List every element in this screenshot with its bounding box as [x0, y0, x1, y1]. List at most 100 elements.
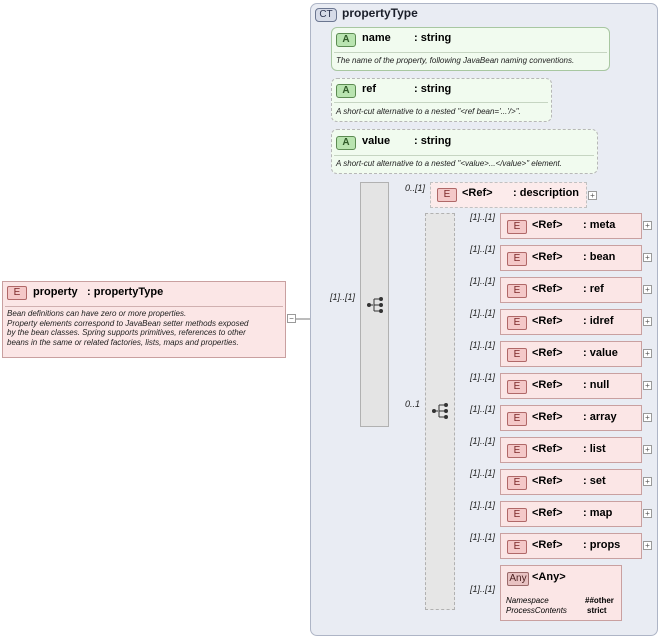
expand-icon[interactable]: + — [643, 445, 652, 454]
sequence-compositor[interactable] — [360, 182, 389, 427]
choice-item-multiplicity: [1]..[1] — [470, 532, 496, 542]
choice-element-list[interactable]: E <Ref> : list — [500, 437, 642, 463]
collapse-icon[interactable]: − — [287, 314, 296, 323]
element-ref: <Ref> — [532, 379, 563, 391]
choice-item-multiplicity: [1]..[1] — [470, 276, 496, 286]
element-name: : value — [583, 347, 618, 359]
attribute-type: : string — [414, 83, 452, 95]
any-name: <Any> — [532, 571, 566, 583]
expand-icon[interactable]: + — [643, 221, 652, 230]
namespace-value: ##other — [585, 596, 614, 605]
element-name: : bean — [583, 251, 616, 263]
element-icon: E — [437, 188, 457, 202]
element-ref: <Ref> — [532, 411, 563, 423]
divider — [334, 52, 607, 53]
choice-item-multiplicity: [1]..[1] — [470, 244, 496, 254]
element-ref: <Ref> — [532, 283, 563, 295]
attribute-ref[interactable]: A ref : string A short-cut alternative t… — [331, 78, 552, 122]
choice-item-multiplicity: [1]..[1] — [470, 372, 496, 382]
choice-icon — [432, 403, 448, 419]
element-ref: <Ref> — [532, 443, 563, 455]
divider — [5, 306, 283, 307]
divider — [334, 102, 548, 103]
element-ref: <Ref> — [532, 347, 563, 359]
element-name: : list — [583, 443, 606, 455]
expand-icon[interactable]: + — [643, 541, 652, 550]
choice-element-value[interactable]: E <Ref> : value — [500, 341, 642, 367]
element-name: : idref — [583, 315, 614, 327]
choice-item-multiplicity: [1]..[1] — [470, 404, 496, 414]
element-icon: E — [507, 284, 527, 298]
element-ref: <Ref> — [532, 507, 563, 519]
property-doc-line: by the bean classes. Spring supports pri… — [7, 328, 246, 338]
property-doc-line: beans in the same or related factories, … — [7, 337, 239, 347]
attribute-name-label: ref — [362, 83, 377, 95]
element-icon: E — [507, 316, 527, 330]
choice-element-bean[interactable]: E<Ref>: bean — [500, 245, 642, 271]
expand-icon[interactable]: + — [643, 349, 652, 358]
expand-icon[interactable]: + — [643, 413, 652, 422]
choice-element-meta[interactable]: E<Ref>: meta — [500, 213, 642, 239]
choice-element-idref[interactable]: E <Ref> : idref — [500, 309, 642, 335]
process-contents-value: strict — [587, 606, 607, 615]
element-icon: E — [507, 252, 527, 266]
attribute-icon: A — [336, 33, 356, 47]
complex-type-icon: CT — [315, 8, 337, 22]
element-name: : set — [583, 475, 606, 487]
expand-icon[interactable]: + — [643, 253, 652, 262]
sequence-icon — [367, 297, 383, 313]
element-icon: E — [507, 444, 527, 458]
expand-icon[interactable]: + — [643, 509, 652, 518]
complex-type-title: propertyType — [342, 6, 418, 20]
choice-item-multiplicity: [1]..[1] — [470, 340, 496, 350]
element-name: : ref — [583, 283, 604, 295]
choice-element-array[interactable]: E<Ref>: array — [500, 405, 642, 431]
element-icon: E — [507, 412, 527, 426]
choice-element-props[interactable]: E<Ref>: props — [500, 533, 642, 559]
element-name: : description — [513, 187, 580, 199]
element-name: : map — [583, 507, 613, 519]
property-doc: Bean definitions can have zero or more p… — [7, 309, 248, 347]
choice-element-ref[interactable]: E <Ref> : ref — [500, 277, 642, 303]
description-multiplicity: 0..[1] — [405, 183, 426, 193]
choice-element-map[interactable]: E <Ref> : map — [500, 501, 642, 527]
choice-compositor[interactable] — [425, 213, 455, 610]
any-multiplicity: [1]..[1] — [470, 584, 496, 594]
attribute-icon: A — [336, 136, 356, 150]
choice-item-multiplicity: [1]..[1] — [470, 436, 496, 446]
any-icon: Any — [507, 572, 529, 586]
attribute-doc: A short-cut alternative to a nested "<va… — [336, 159, 562, 168]
divider — [334, 155, 594, 156]
expand-icon[interactable]: + — [643, 381, 652, 390]
property-name: property — [33, 286, 78, 298]
namespace-label: Namespace — [506, 596, 549, 605]
element-icon: E — [507, 380, 527, 394]
attribute-value[interactable]: A value : string A short-cut alternative… — [331, 129, 598, 174]
choice-item-multiplicity: [1]..[1] — [470, 500, 496, 510]
attribute-name-label: name — [362, 32, 391, 44]
expand-icon[interactable]: + — [643, 317, 652, 326]
property-type: : propertyType — [87, 286, 164, 298]
process-contents-label: ProcessContents — [506, 606, 567, 615]
choice-element-null[interactable]: E<Ref>: null — [500, 373, 642, 399]
element-icon: E — [7, 286, 27, 300]
element-name: : meta — [583, 219, 616, 231]
expand-icon[interactable]: + — [588, 191, 597, 200]
attribute-doc: A short-cut alternative to a nested "<re… — [336, 107, 521, 116]
attribute-icon: A — [336, 84, 356, 98]
element-ref: <Ref> — [532, 315, 563, 327]
choice-element-set[interactable]: E<Ref>: set — [500, 469, 642, 495]
expand-icon[interactable]: + — [643, 285, 652, 294]
element-icon: E — [507, 348, 527, 362]
choice-item-multiplicity: [1]..[1] — [470, 468, 496, 478]
element-icon: E — [507, 476, 527, 490]
element-ref: <Ref> — [532, 539, 563, 551]
property-doc-line: Bean definitions can have zero or more p… — [7, 309, 187, 318]
property-element[interactable]: E property : propertyType Bean definitio… — [2, 281, 286, 358]
attribute-name[interactable]: A name : string The name of the property… — [331, 27, 610, 71]
expand-icon[interactable]: + — [643, 477, 652, 486]
description-element[interactable]: E <Ref> : description — [430, 182, 587, 208]
element-icon: E — [507, 508, 527, 522]
any-element[interactable]: Any <Any> Namespace ##other ProcessConte… — [500, 565, 622, 621]
element-name: : props — [583, 539, 621, 551]
